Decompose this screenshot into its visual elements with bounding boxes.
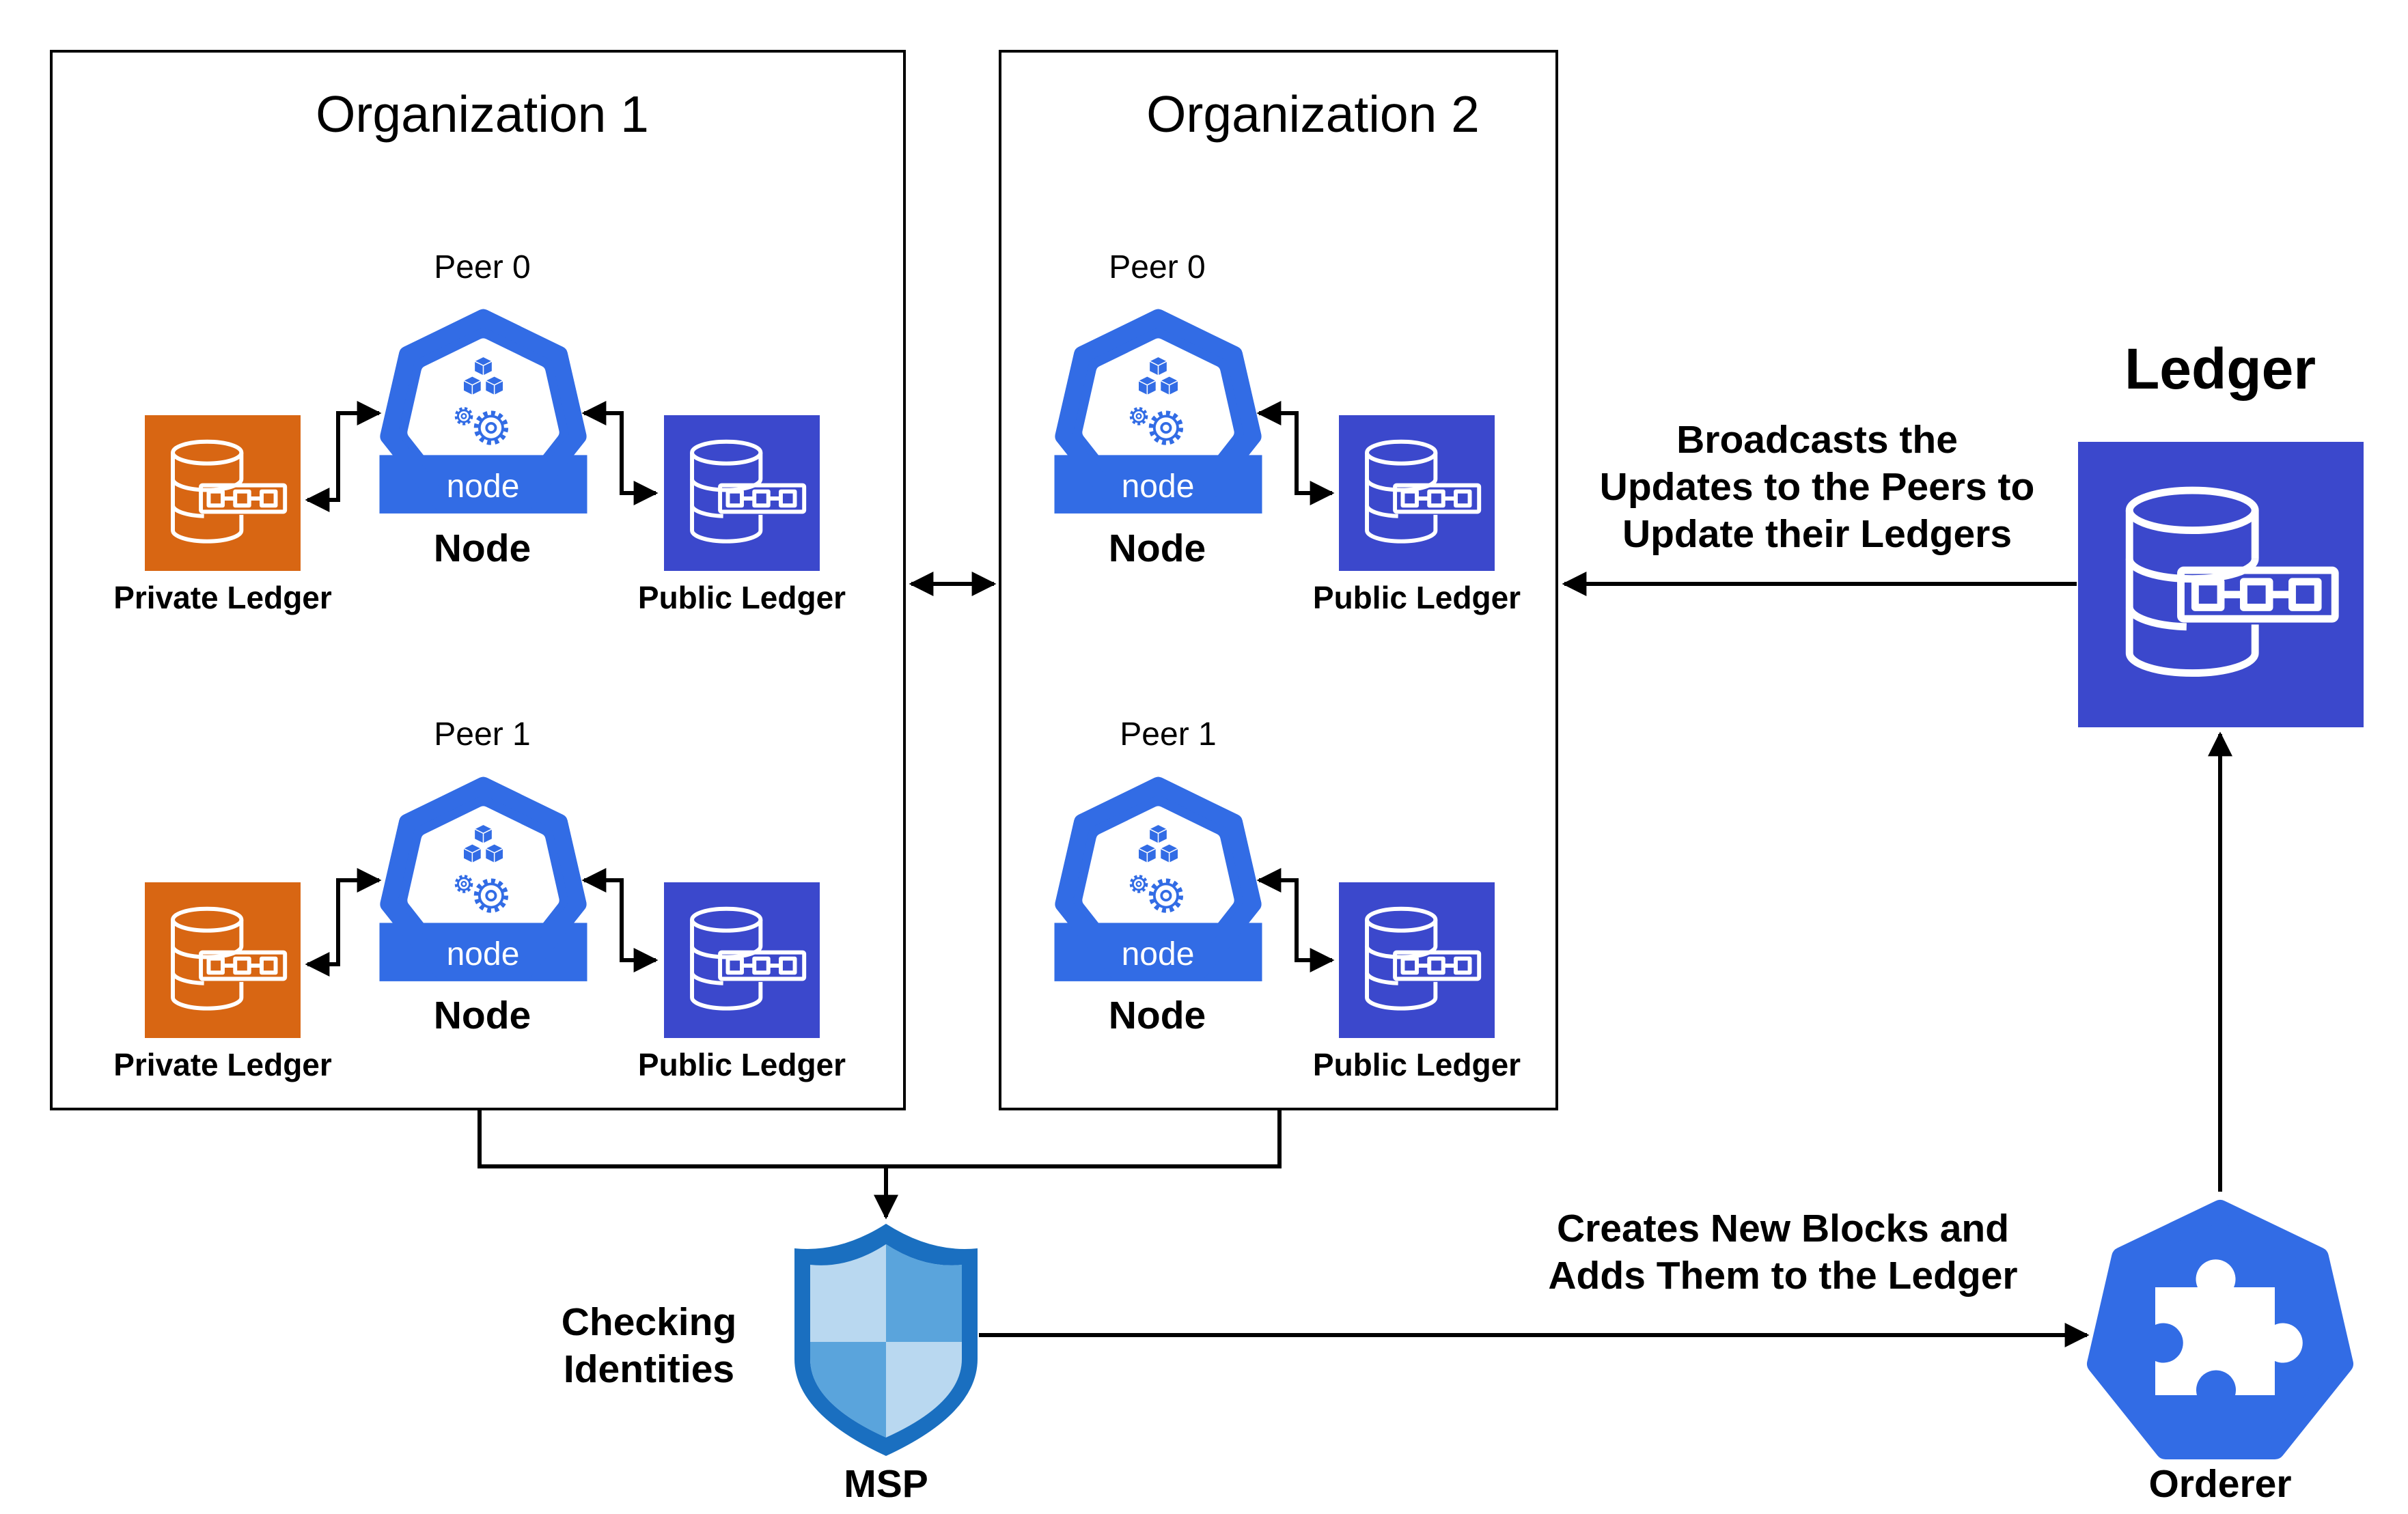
puzzle-piece-icon (2155, 1259, 2303, 1395)
create-message: Creates New Blocks and Adds Them to the … (1510, 1205, 2056, 1300)
org2-peer0-node-label: Node (1108, 527, 1206, 570)
organization-1-title: Organization 1 (316, 85, 649, 143)
msp-caption: Checking Identities (519, 1299, 779, 1393)
node-icon-text: node (1122, 936, 1195, 972)
organization-2-title: Organization 2 (1146, 85, 1480, 143)
organization-2-box (999, 50, 1558, 1110)
org2-peer0-label: Peer 0 (1109, 249, 1206, 285)
organization-1-box (50, 50, 906, 1110)
org2-peer1-label: Peer 1 (1120, 716, 1217, 753)
msp-caption-line-2: Identities (563, 1347, 735, 1391)
orderer-label: Orderer (2148, 1462, 2292, 1506)
org1-peer0-node-label: Node (433, 527, 531, 570)
org2-peer0-public-ledger-label: Public Ledger (1312, 580, 1521, 615)
org1-peer0-private-ledger (145, 415, 301, 571)
org1-peer1-public-ledger-label: Public Ledger (637, 1047, 846, 1082)
org2-peer0-public-ledger (1339, 415, 1495, 571)
org1-peer1-private-ledger (145, 882, 301, 1038)
msp-caption-line-1: Checking (561, 1300, 737, 1344)
org1-peer0-public-ledger (664, 415, 820, 571)
node-icon-text: node (447, 936, 520, 972)
ledger-title: Ledger (2124, 337, 2316, 401)
orderer-icon (2087, 1200, 2353, 1459)
broadcast-message: Broadcasts the Updates to the Peers to U… (1558, 417, 2077, 558)
org2-peer1-public-ledger (1339, 882, 1495, 1038)
create-line-2: Adds Them to the Ledger (1548, 1254, 2018, 1298)
org1-peer1-node-label: Node (433, 994, 531, 1037)
org1-peer0-label: Peer 0 (434, 249, 531, 285)
shield-icon (794, 1224, 978, 1456)
org2-peer1-public-ledger-label: Public Ledger (1312, 1047, 1521, 1082)
org2-peer1-node-label: Node (1108, 994, 1206, 1037)
node-icon-text: node (447, 468, 520, 505)
msp-label: MSP (844, 1462, 928, 1506)
broadcast-line-3: Update their Ledgers (1622, 512, 2012, 556)
org1-peer1-public-ledger (664, 882, 820, 1038)
broadcast-line-1: Broadcasts the (1676, 418, 1958, 462)
central-ledger (2078, 442, 2364, 727)
org1-peer0-public-ledger-label: Public Ledger (637, 580, 846, 615)
org1-peer1-private-ledger-label: Private Ledger (113, 1047, 332, 1082)
org1-peer1-label: Peer 1 (434, 716, 531, 753)
create-line-1: Creates New Blocks and (1556, 1207, 2010, 1250)
org1-peer0-private-ledger-label: Private Ledger (113, 580, 332, 615)
broadcast-line-2: Updates to the Peers to (1599, 465, 2035, 509)
node-icon-text: node (1122, 468, 1195, 505)
